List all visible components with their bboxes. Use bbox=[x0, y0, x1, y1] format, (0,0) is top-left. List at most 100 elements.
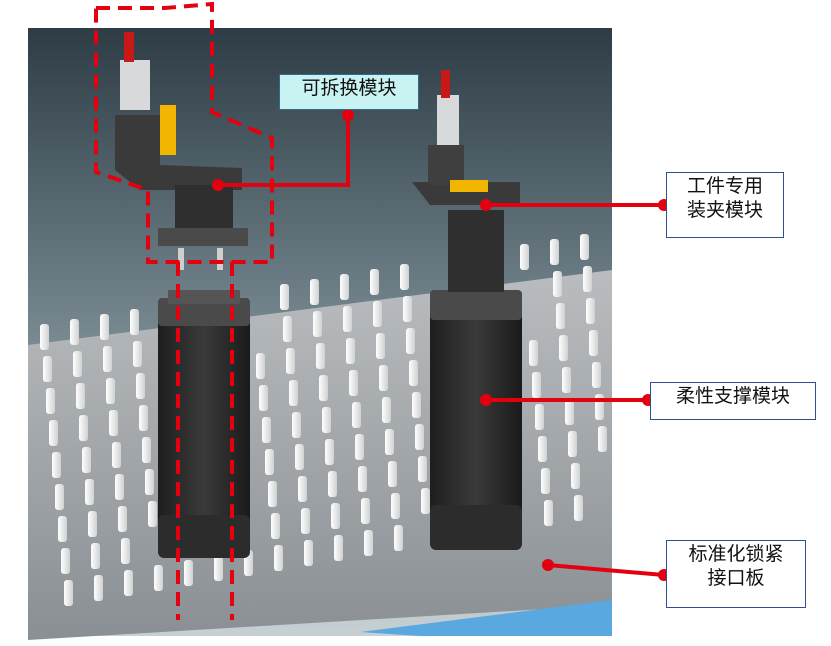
pin bbox=[520, 244, 529, 270]
label-workpiece-fixture: 工件专用 装夹模块 bbox=[666, 172, 784, 238]
pin bbox=[391, 493, 400, 519]
pin bbox=[259, 385, 268, 411]
pin bbox=[148, 501, 157, 527]
pin bbox=[412, 392, 421, 418]
pin bbox=[418, 456, 427, 482]
pin bbox=[43, 356, 52, 382]
right-workpiece-fixture bbox=[412, 70, 520, 292]
pin bbox=[286, 348, 295, 374]
plate-edge bbox=[360, 600, 612, 636]
pin bbox=[409, 360, 418, 386]
pin bbox=[124, 570, 133, 596]
pin bbox=[364, 530, 373, 556]
pin bbox=[580, 234, 589, 260]
pin bbox=[82, 447, 91, 473]
pin bbox=[571, 463, 580, 489]
pin bbox=[415, 424, 424, 450]
pin bbox=[538, 436, 547, 462]
dashed-outline bbox=[94, 1, 274, 620]
pin bbox=[106, 378, 115, 404]
pin bbox=[133, 341, 142, 367]
pin bbox=[361, 498, 370, 524]
left-replaceable-fixture bbox=[115, 32, 248, 270]
pin bbox=[568, 431, 577, 457]
pin bbox=[100, 314, 109, 340]
pin bbox=[46, 388, 55, 414]
pin bbox=[109, 410, 118, 436]
pin bbox=[40, 324, 49, 350]
pin bbox=[64, 580, 73, 606]
callout-dot bbox=[480, 394, 492, 406]
pin bbox=[592, 362, 601, 388]
pin bbox=[103, 346, 112, 372]
pin bbox=[343, 306, 352, 332]
pin bbox=[88, 511, 97, 537]
callout-dot bbox=[212, 179, 224, 191]
pin bbox=[331, 503, 340, 529]
callout-dot bbox=[342, 109, 354, 121]
left-support-module bbox=[158, 290, 250, 558]
label-replaceable-module: 可拆换模块 bbox=[279, 74, 419, 110]
label-locking-plate-line2: 接口板 bbox=[707, 566, 765, 589]
pin bbox=[256, 353, 265, 379]
pin bbox=[112, 442, 121, 468]
pin bbox=[544, 500, 553, 526]
pin bbox=[304, 540, 313, 566]
pin bbox=[214, 555, 223, 581]
label-locking-plate-line1: 标准化锁紧 bbox=[688, 543, 784, 565]
pin bbox=[121, 538, 130, 564]
callout-leaders bbox=[218, 112, 665, 577]
pin bbox=[319, 375, 328, 401]
pin bbox=[553, 271, 562, 297]
pin bbox=[79, 415, 88, 441]
pin bbox=[262, 417, 271, 443]
callout-dot bbox=[542, 559, 554, 571]
pin bbox=[325, 439, 334, 465]
pin bbox=[349, 370, 358, 396]
label-locking-plate: 标准化锁紧 接口板 bbox=[666, 540, 806, 608]
pin bbox=[118, 506, 127, 532]
pin bbox=[76, 383, 85, 409]
callout-dot bbox=[480, 199, 492, 211]
pin bbox=[274, 545, 283, 571]
pin bbox=[586, 298, 595, 324]
pin bbox=[541, 468, 550, 494]
pin bbox=[61, 548, 70, 574]
pin bbox=[73, 351, 82, 377]
pin bbox=[328, 471, 337, 497]
label-replaceable-module-text: 可拆换模块 bbox=[301, 77, 397, 99]
pin bbox=[184, 560, 193, 586]
pin bbox=[271, 513, 280, 539]
pin bbox=[283, 316, 292, 342]
pin bbox=[58, 516, 67, 542]
pin bbox=[376, 333, 385, 359]
pin bbox=[529, 340, 538, 366]
pin bbox=[556, 303, 565, 329]
pin bbox=[55, 484, 64, 510]
label-flexible-support-text: 柔性支撑模块 bbox=[675, 385, 790, 407]
pin bbox=[94, 575, 103, 601]
pin bbox=[49, 420, 58, 446]
pin bbox=[316, 343, 325, 369]
pin bbox=[340, 274, 349, 300]
pin bbox=[565, 399, 574, 425]
pin bbox=[322, 407, 331, 433]
pin bbox=[574, 495, 583, 521]
pin bbox=[589, 330, 598, 356]
pin bbox=[559, 335, 568, 361]
pin bbox=[373, 301, 382, 327]
pin bbox=[595, 394, 604, 420]
pin bbox=[298, 476, 307, 502]
pin bbox=[388, 461, 397, 487]
pin bbox=[130, 309, 139, 335]
pin bbox=[85, 479, 94, 505]
pin bbox=[394, 525, 403, 551]
pin bbox=[400, 264, 409, 290]
pin bbox=[280, 284, 289, 310]
pin bbox=[115, 474, 124, 500]
pin bbox=[346, 338, 355, 364]
pin bbox=[142, 437, 151, 463]
pin bbox=[379, 365, 388, 391]
pin bbox=[292, 412, 301, 438]
pin bbox=[421, 488, 430, 514]
